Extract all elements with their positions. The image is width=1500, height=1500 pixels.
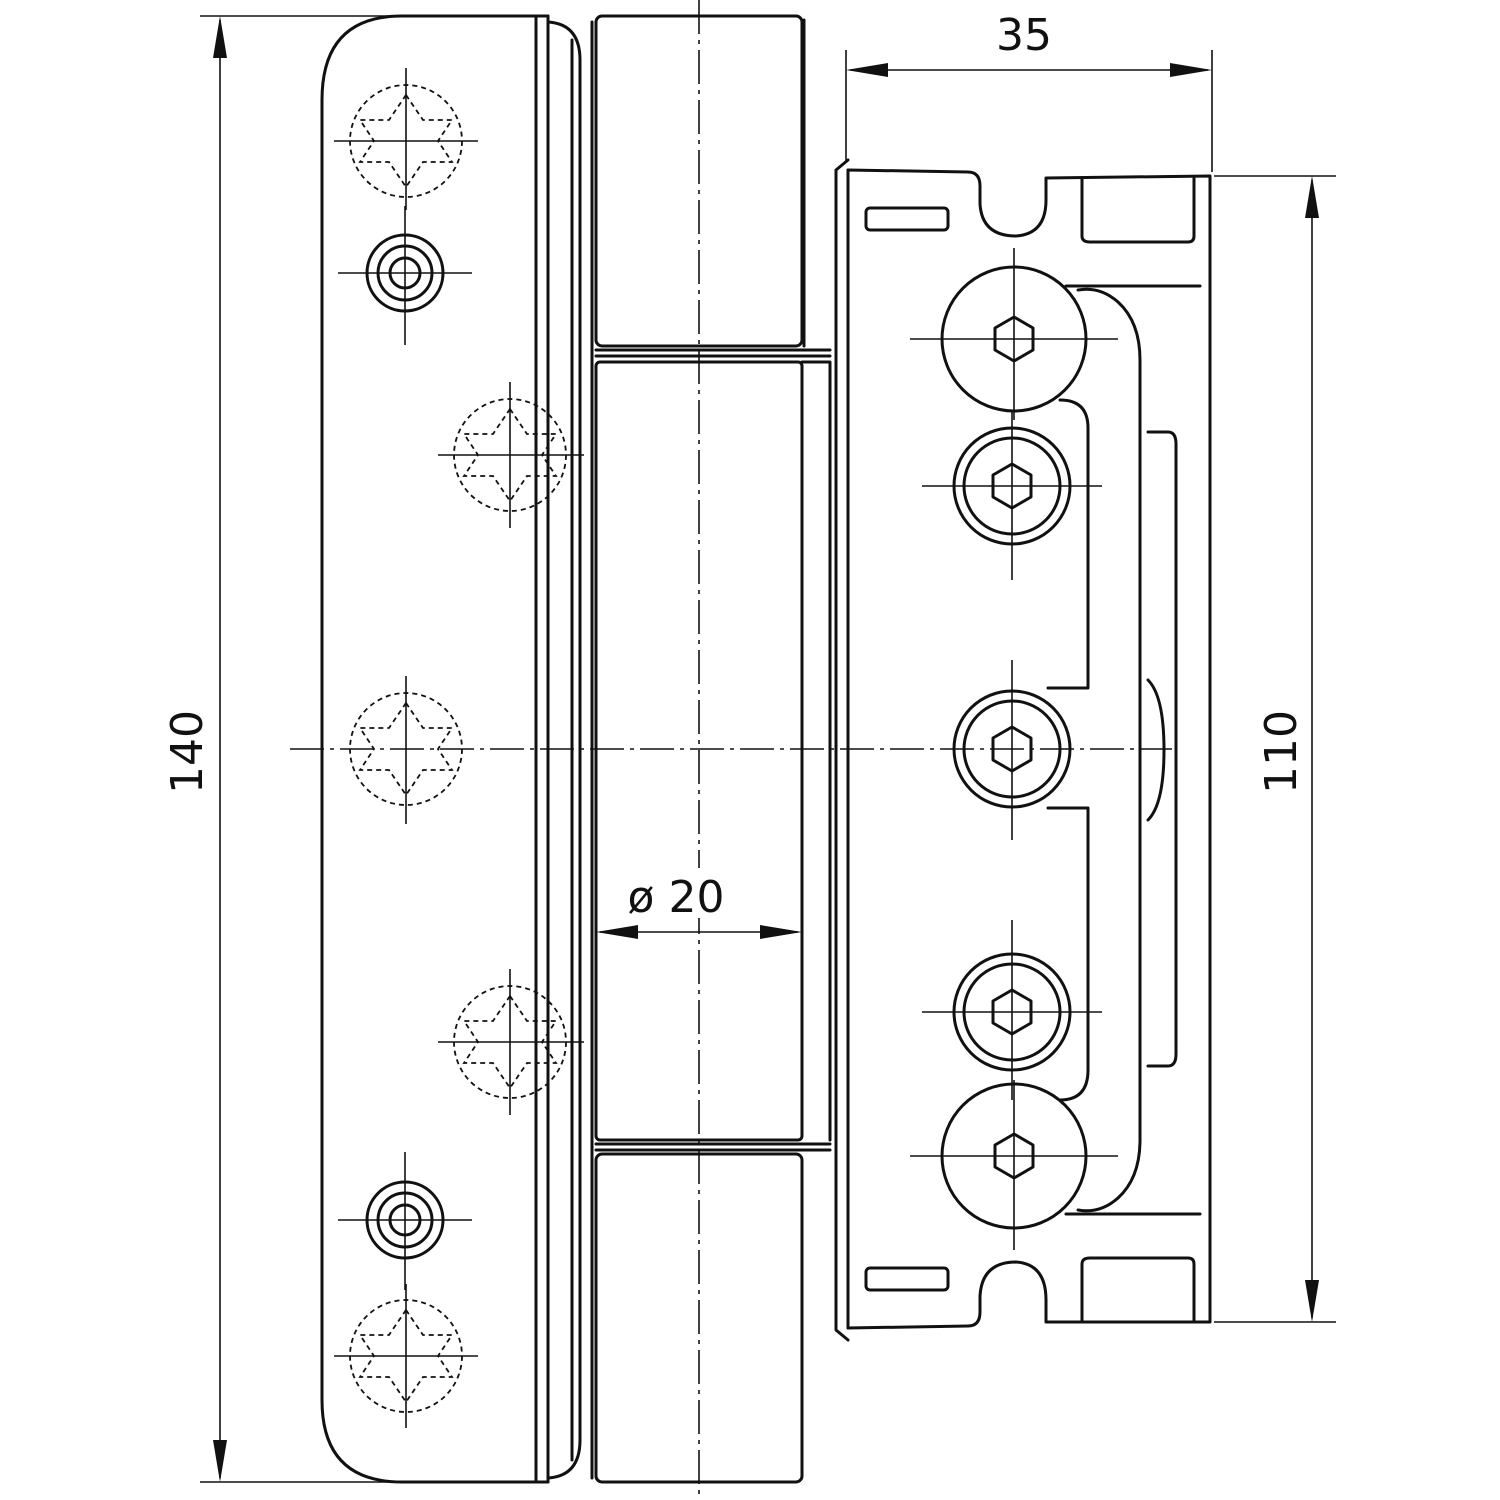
dimension-label-diameter: ø 20: [628, 872, 725, 923]
dimension-bracket-width: 35: [845, 10, 1213, 172]
star-screw-upper-mid: [438, 382, 584, 528]
round-hole-top: [338, 206, 472, 345]
star-screw-bottom: [334, 1284, 478, 1428]
hinge-barrel: [594, 0, 832, 1500]
dimension-label-110: 110: [1256, 710, 1307, 794]
dimension-label-35: 35: [996, 10, 1052, 61]
dimension-barrel-diameter: ø 20: [596, 868, 802, 939]
dimension-bracket-height: 110: [1214, 175, 1336, 1323]
slot-bottom: [864, 1266, 950, 1292]
mounting-bracket: [834, 158, 1212, 1342]
dimension-label-140: 140: [162, 710, 213, 794]
round-hole-bottom: [338, 1152, 472, 1290]
hex-screw-5: [910, 1080, 1118, 1250]
slot-top: [864, 206, 950, 232]
hex-screw-4: [922, 920, 1102, 1100]
hex-screw-1: [910, 248, 1118, 420]
hex-screw-2: [922, 410, 1102, 580]
star-screw-center: [349, 676, 463, 824]
left-leaf: [320, 14, 594, 1484]
star-screw-lower-mid: [438, 969, 584, 1115]
dimension-height-total: 140: [162, 15, 400, 1483]
star-screw-top: [334, 68, 478, 210]
